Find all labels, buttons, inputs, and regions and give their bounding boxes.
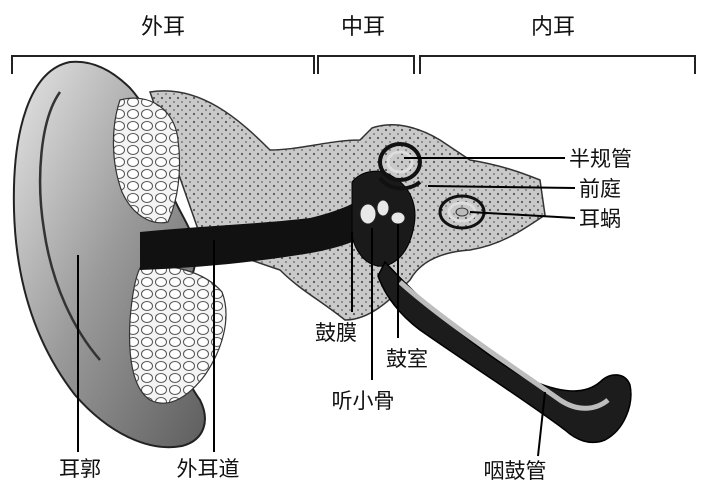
cochlea-label: 耳蜗 [579,207,621,231]
mastoid-cells-lower [130,266,226,403]
ossicles-label: 听小骨 [332,389,395,413]
middle-ear-label: 中耳 [341,15,385,40]
auricle-label: 耳郭 [59,457,101,481]
ear-canal-label: 外耳道 [177,457,240,481]
eustachian-tube-highlight [400,282,608,408]
eustachian-tube-label: 咽鼓管 [484,459,547,483]
section-brackets [12,56,695,74]
outer-ear-label: 外耳 [141,15,185,40]
inner-ear-label: 内耳 [531,15,575,40]
tympanic-cavity-label: 鼓室 [386,347,428,371]
eardrum-label: 鼓膜 [315,321,357,345]
vestibule-label: 前庭 [579,177,621,201]
semicircular-canals-label: 半规管 [569,147,632,171]
